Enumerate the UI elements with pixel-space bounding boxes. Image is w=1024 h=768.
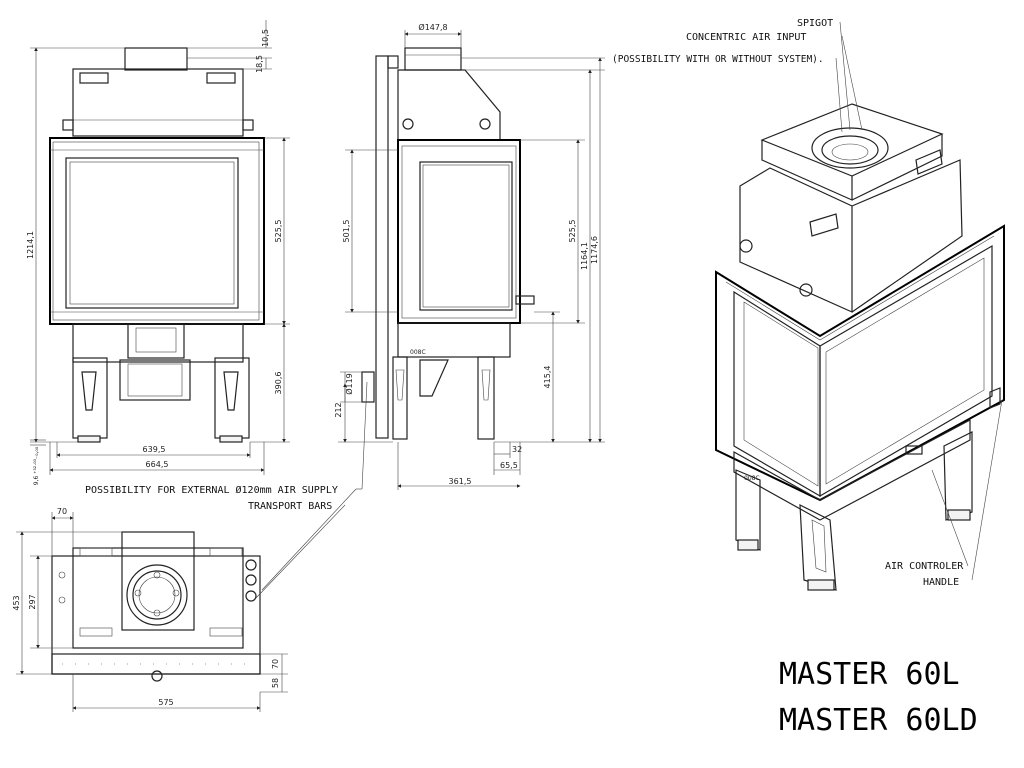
top-view: 70 453 297 70 58 575 bbox=[12, 507, 288, 712]
iso-badge: 008C bbox=[744, 475, 760, 482]
top-front-b: 58 bbox=[271, 678, 280, 688]
side-height-a: 1164,1 bbox=[580, 242, 589, 270]
handle-label: HANDLE bbox=[923, 577, 959, 588]
top-front-a: 70 bbox=[271, 659, 280, 669]
side-door-height: 525,5 bbox=[568, 220, 577, 243]
side-spigot-diameter: Ø147,8 bbox=[418, 22, 447, 32]
external-air-label: POSSIBILITY FOR EXTERNAL Ø120mm AIR SUPP… bbox=[85, 484, 338, 496]
model-title-2: MASTER 60LD bbox=[779, 703, 978, 738]
top-offset: 70 bbox=[57, 507, 67, 516]
top-depth-inner: 297 bbox=[28, 594, 37, 609]
side-height-b: 1174,6 bbox=[590, 236, 599, 264]
side-badge: 008C bbox=[410, 349, 426, 356]
side-air-inlet-height: 212 bbox=[334, 402, 343, 417]
front-view: 1214,1 10,5 18,5 525,5 390,6 9,6 ⁺³²·⁰⁰₋… bbox=[26, 20, 290, 485]
air-controller-label: AIR CONTROLER bbox=[885, 561, 964, 572]
top-width: 575 bbox=[158, 698, 173, 707]
side-air-inlet-diameter: Ø119 bbox=[344, 373, 354, 395]
front-height-total: 1214,1 bbox=[26, 231, 35, 259]
side-foot-a: 32 bbox=[512, 445, 522, 454]
transport-bars-label: TRANSPORT BARS bbox=[248, 501, 332, 512]
side-depth: 361,5 bbox=[449, 477, 472, 486]
side-legs-height: 415,4 bbox=[543, 366, 552, 389]
front-legs-height: 390,6 bbox=[274, 372, 283, 395]
possibility-system-label: (POSSIBILITY WITH OR WITHOUT SYSTEM). bbox=[612, 54, 824, 65]
front-top-dim-b: 18,5 bbox=[255, 55, 264, 73]
front-base-offset: 9,6 ⁺³²·⁰⁰₋₀,₀₀ bbox=[33, 446, 40, 485]
side-foot-b: 65,5 bbox=[500, 461, 518, 470]
model-title-1: MASTER 60L bbox=[779, 657, 960, 692]
front-inner-width: 639,5 bbox=[143, 445, 166, 454]
front-glass-height: 525,5 bbox=[274, 220, 283, 243]
concentric-air-label: CONCENTRIC AIR INPUT bbox=[686, 32, 806, 43]
isometric-view: 008C bbox=[715, 21, 1005, 591]
side-glass-height: 501,5 bbox=[342, 220, 351, 243]
top-depth-total: 453 bbox=[12, 595, 21, 610]
spigot-label: SPIGOT bbox=[797, 18, 833, 29]
front-outer-width: 664,5 bbox=[146, 460, 169, 469]
side-view: 008C Ø147,8 bbox=[334, 22, 605, 490]
front-top-dim-a: 10,5 bbox=[261, 29, 270, 47]
